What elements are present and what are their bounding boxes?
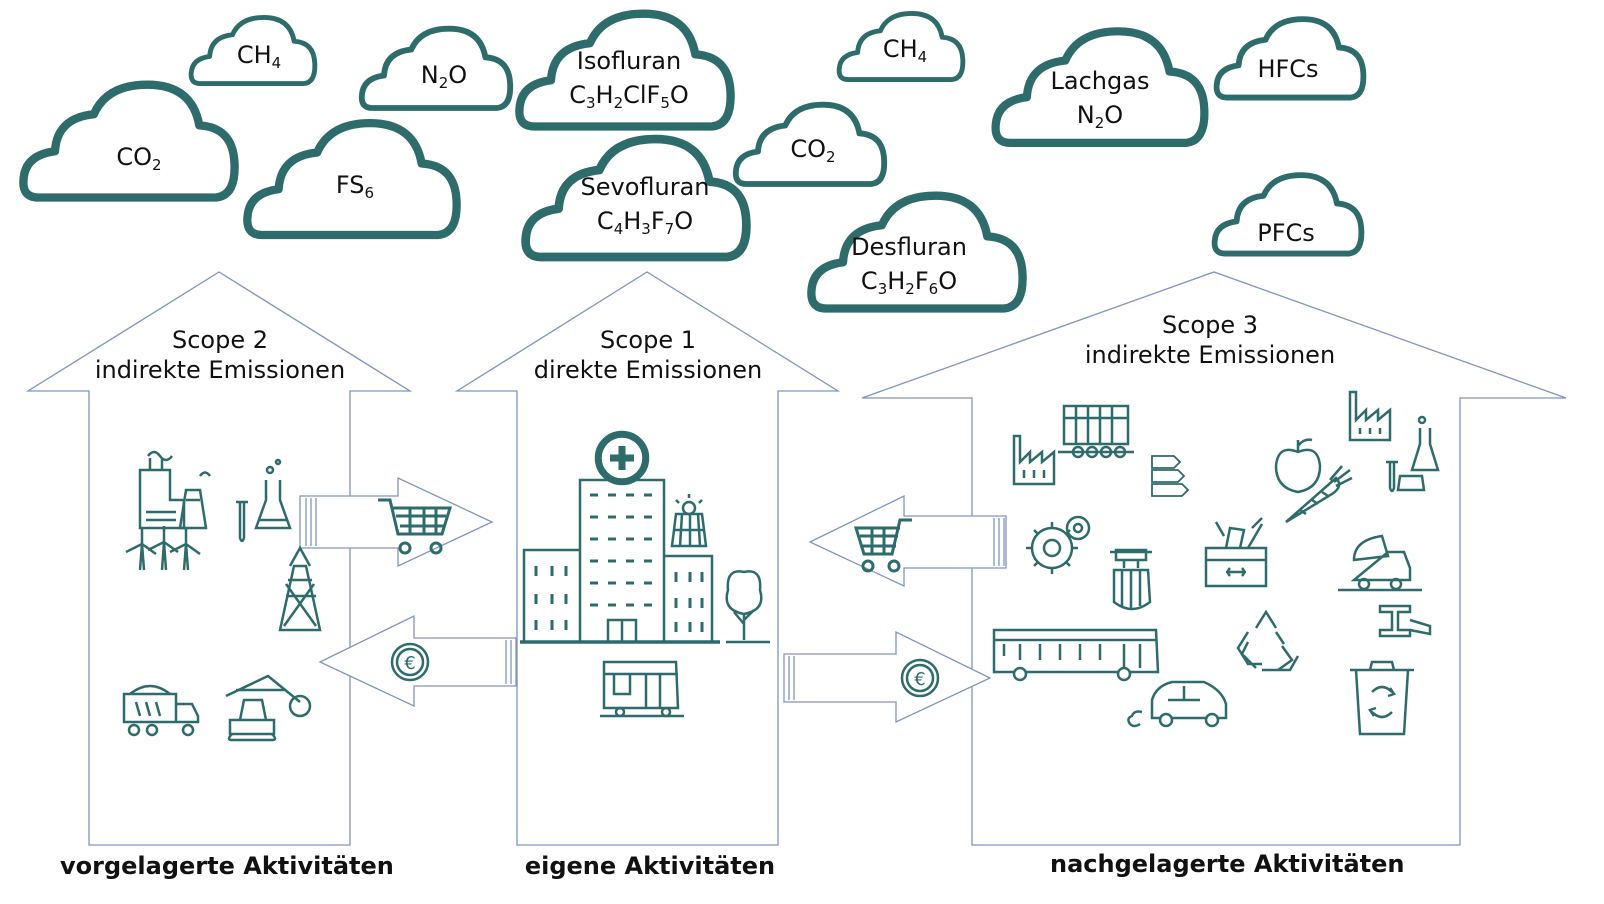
excavator-icon <box>225 674 312 742</box>
cloud-label-hfcs: HFCs <box>1257 55 1319 83</box>
cloud-label-sevofluran: Sevofluran C4H3F7O <box>560 170 730 238</box>
apple-icon <box>1274 438 1322 494</box>
footer-downstream-activities: nachgelagerte Aktivitäten <box>1050 850 1405 878</box>
footer-upstream-activities: vorgelagerte Aktivitäten <box>60 852 394 880</box>
euro-arrow-left <box>318 614 517 708</box>
solar-panel-icon <box>670 494 708 548</box>
city-bus-icon <box>992 628 1160 682</box>
gears-icon <box>1026 515 1091 574</box>
scope2-heading: Scope 2 indirekte Emissionen <box>80 325 360 385</box>
wind-turbine-icon <box>125 526 201 571</box>
formula-lachgas: N2O <box>1076 101 1124 132</box>
toolbox-icon <box>1204 517 1268 588</box>
cloud-label-co2-left: CO2 <box>116 143 162 174</box>
euro-icon: € <box>900 658 940 698</box>
scope2-title: Scope 2 <box>171 326 268 354</box>
cloud-label-co2-mid: CO2 <box>790 135 836 166</box>
scope1-title: Scope 1 <box>599 326 696 354</box>
cloud-label-fs6: FS6 <box>335 171 375 202</box>
formula-isofluran: C3H2ClF5O <box>569 81 689 112</box>
chemistry-icon <box>1386 415 1440 493</box>
concrete-mixer-icon <box>1338 534 1422 592</box>
scope3-subtitle: indirekte Emissionen <box>1084 341 1336 369</box>
scope3-heading: Scope 3 indirekte Emissionen <box>1060 310 1360 370</box>
cloud-label-pfcs: PFCs <box>1257 219 1315 247</box>
svg-text:€: € <box>404 653 415 674</box>
freight-wagon-icon <box>1058 404 1134 459</box>
car-icon <box>1127 680 1228 728</box>
coal-truck-icon <box>122 684 200 737</box>
shopping-cart-arrow-left <box>808 494 1007 588</box>
cloud-label-n2o: N2O <box>420 61 468 92</box>
carrot-icon <box>1285 465 1353 524</box>
shopping-cart-icon <box>853 518 912 573</box>
factory-icon <box>1012 434 1056 486</box>
scope3-title: Scope 3 <box>1161 311 1258 339</box>
cloud-label-ch4-right: CH4 <box>882 35 928 66</box>
chemistry-icon <box>236 458 292 543</box>
hospital-icon <box>520 430 720 644</box>
cloud-label-desfluran: Desfluran C3H2F6O <box>824 230 994 298</box>
scope2-subtitle: indirekte Emissionen <box>94 356 346 384</box>
factory-icon <box>1348 390 1392 442</box>
cloud-label-isofluran: Isofluran C3H2ClF5O <box>544 44 714 112</box>
scope1-arrow-outline <box>454 271 841 846</box>
power-plant-icon <box>178 471 212 530</box>
footer-own-activities: eigene Aktivitäten <box>524 852 776 880</box>
scope1-subtitle: direkte Emissionen <box>533 356 763 384</box>
tree-icon <box>725 570 770 644</box>
energy-label-icon <box>1151 455 1190 497</box>
formula-sevofluran: C4H3F7O <box>596 207 694 238</box>
svg-text:€: € <box>914 669 925 690</box>
scope1-heading: Scope 1 direkte Emissionen <box>508 325 788 385</box>
cloud-label-ch4-left: CH4 <box>236 41 282 72</box>
euro-icon: € <box>390 642 430 682</box>
grabber-icon <box>1110 548 1152 611</box>
waste-bin-icon <box>1350 660 1414 736</box>
bus-icon <box>600 660 684 718</box>
formula-desfluran: C3H2F6O <box>860 267 958 298</box>
shopping-cart-icon <box>378 498 453 555</box>
euro-arrow-right <box>783 630 992 724</box>
power-pylon-icon <box>278 545 322 632</box>
recycling-icon <box>1236 609 1300 672</box>
steel-beam-icon <box>1378 604 1432 638</box>
cloud-label-lachgas: Lachgas N2O <box>1040 64 1160 132</box>
